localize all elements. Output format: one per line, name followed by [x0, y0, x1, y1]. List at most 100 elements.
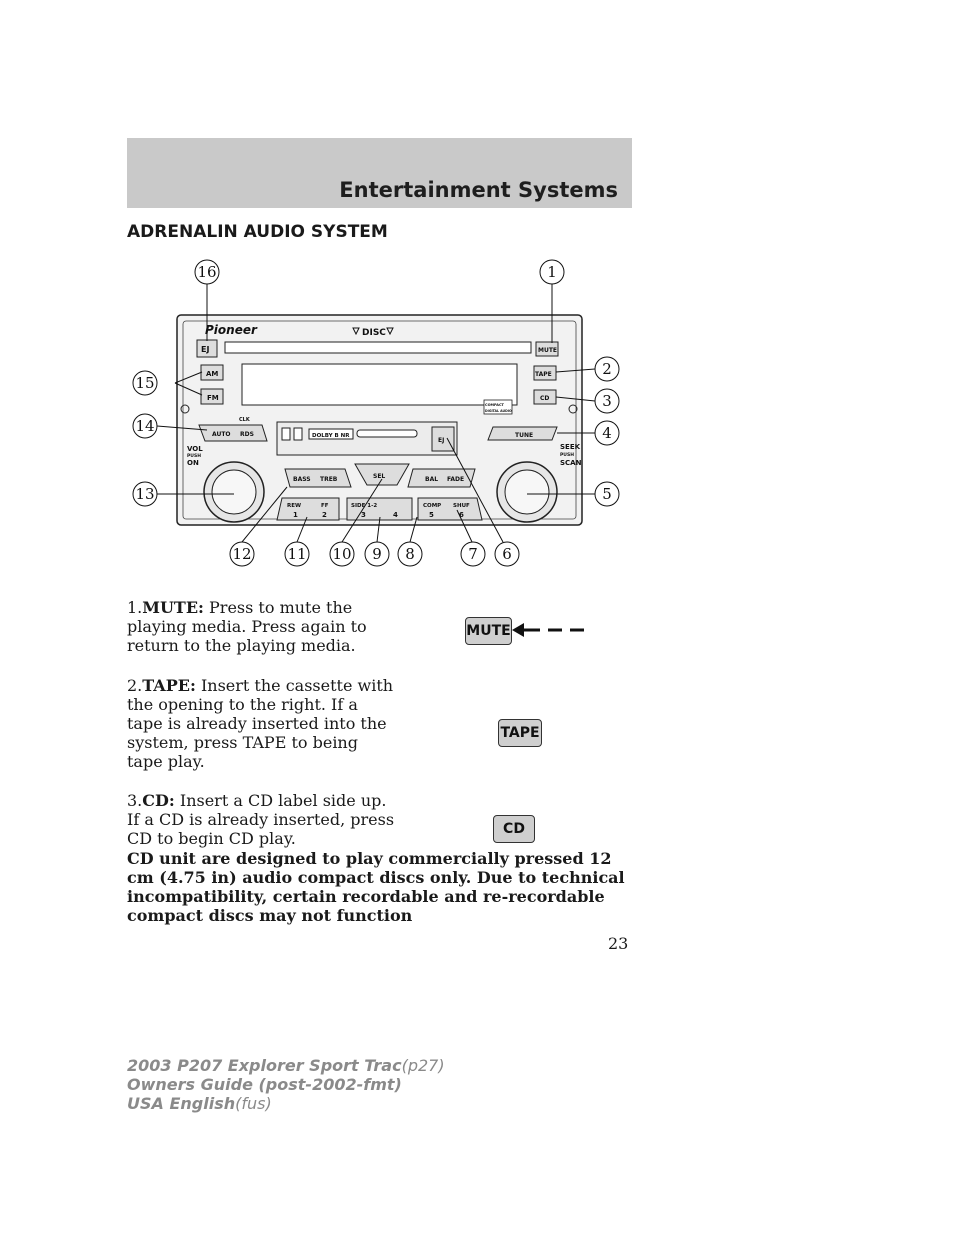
- sel-label: SEL: [373, 473, 385, 480]
- push-left-label: PUSH: [187, 453, 201, 459]
- shuf-label: SHUF: [453, 503, 470, 509]
- callout-11: 11: [287, 545, 306, 563]
- fade-label: FADE: [447, 476, 464, 483]
- fm-button: [200, 388, 224, 405]
- tape-button: [533, 365, 557, 381]
- seek-label: SEEK: [560, 443, 581, 451]
- callout-4: 4: [602, 424, 612, 442]
- item-cd-number: 3.: [127, 791, 143, 810]
- display-window: [241, 363, 518, 406]
- mute-label: MUTE: [538, 347, 557, 354]
- leader-lines: [156, 284, 596, 543]
- fm-label: FM: [207, 394, 219, 402]
- item-mute-number: 1.: [127, 598, 143, 617]
- sel-button: [354, 463, 410, 486]
- eject-tape-label: EJ: [438, 437, 444, 444]
- cd-label: CD: [540, 395, 549, 402]
- bass-treb-button: [284, 468, 352, 488]
- preset-1-label: 1: [293, 511, 298, 519]
- item-mute-term: MUTE:: [142, 598, 204, 617]
- disc-label: DISC: [362, 328, 386, 338]
- rds-label: RDS: [240, 431, 254, 438]
- footer-line3: USA English: [127, 1094, 236, 1113]
- tune-label: TUNE: [515, 432, 533, 439]
- callout-8: 8: [405, 545, 415, 563]
- ff-label: FF: [321, 503, 329, 509]
- brand-logo: Pioneer: [205, 323, 258, 337]
- compact-disc-logo: [483, 399, 513, 415]
- page-number: 23: [608, 934, 629, 953]
- tape-deck: [276, 421, 458, 456]
- callout-1: 1: [547, 263, 557, 281]
- bal-fade-button: [407, 468, 476, 488]
- digital-audio-text: DIGITAL AUDIO: [485, 409, 512, 413]
- preset-6-label: 6: [459, 511, 464, 519]
- mute-arrow-icon: [512, 623, 584, 637]
- bass-label: BASS: [293, 476, 311, 483]
- on-label: ON: [187, 459, 199, 467]
- item-cd: 3.CD: Insert a CD label side up. If a CD…: [127, 791, 397, 848]
- item-tape-term: TAPE:: [142, 676, 196, 695]
- footer-line1: 2003 P207 Explorer Sport Trac: [127, 1056, 402, 1075]
- eject-disc-label: EJ: [201, 345, 209, 354]
- radio-diagram: Pioneer DISC EJ MUTE AM FM TAPE CD COMPA…: [132, 259, 620, 567]
- bal-label: BAL: [425, 476, 438, 483]
- header-band: Entertainment Systems: [127, 138, 632, 208]
- item-tape-number: 2.: [127, 676, 143, 695]
- auto-rds-button: [198, 424, 268, 442]
- mute-button: [535, 341, 559, 357]
- eject-tape-button: [431, 426, 455, 452]
- preset-5-label: 5: [429, 511, 434, 519]
- footer-line1-code: (p27): [401, 1056, 445, 1075]
- tape-button-illustration: TAPE: [498, 719, 542, 747]
- treb-label: TREB: [320, 476, 338, 483]
- callout-markers: 16 1 2 3 4 5 6 7 8 9 10 11 12 13 14 15: [132, 259, 620, 567]
- preset-3-4-button: [346, 497, 413, 521]
- callout-3: 3: [602, 392, 612, 410]
- callout-14: 14: [135, 417, 154, 435]
- section-title: ADRENALIN AUDIO SYSTEM: [127, 222, 388, 242]
- cd-button-illustration: CD: [493, 815, 535, 843]
- cd-compatibility-note: CD unit are designed to play commerciall…: [127, 849, 625, 925]
- callout-9: 9: [372, 545, 382, 563]
- mute-button-illustration: MUTE: [465, 617, 512, 645]
- footer-line2: Owners Guide (post-2002-fmt): [127, 1075, 402, 1094]
- item-mute: 1.MUTE: Press to mute the playing media.…: [127, 598, 397, 655]
- callout-10: 10: [332, 545, 351, 563]
- push-right-label: PUSH: [560, 452, 574, 458]
- rew-label: REW: [287, 503, 301, 509]
- footer-line3-code: (fus): [235, 1094, 272, 1113]
- dolby-label: DOLBY B NR: [312, 433, 350, 439]
- cd-slot: [224, 341, 532, 354]
- callout-16: 16: [197, 263, 216, 281]
- item-cd-text: Insert a CD label side up. If a CD is al…: [127, 791, 395, 848]
- scan-label: SCAN: [560, 459, 582, 467]
- preset-4-label: 4: [393, 511, 398, 519]
- preset-1-2-button: [276, 497, 340, 521]
- preset-2-label: 2: [322, 511, 327, 519]
- auto-label: AUTO: [212, 431, 231, 438]
- item-mute-text: Press to mute the playing media. Press a…: [127, 598, 367, 655]
- header-title: Entertainment Systems: [339, 178, 618, 202]
- footer: 2003 P207 Explorer Sport Trac(p27) Owner…: [127, 1056, 445, 1113]
- callout-7: 7: [468, 545, 478, 563]
- tune-button: [487, 426, 558, 441]
- comp-label: COMP: [423, 503, 441, 509]
- callout-12: 12: [232, 545, 251, 563]
- callout-15: 15: [135, 374, 154, 392]
- callout-13: 13: [135, 485, 154, 503]
- compact-text: COMPACT: [485, 403, 505, 407]
- tape-label: TAPE: [535, 371, 552, 378]
- callout-2: 2: [602, 360, 612, 378]
- preset-5-6-button: [417, 497, 483, 521]
- clk-label: CLK: [239, 417, 251, 423]
- item-tape: 2.TAPE: Insert the cassette with the ope…: [127, 676, 397, 771]
- side-label: SIDE 1-2: [351, 503, 377, 509]
- vol-label: VOL: [187, 445, 203, 453]
- am-label: AM: [206, 370, 218, 378]
- callout-5: 5: [602, 485, 612, 503]
- item-cd-term: CD:: [142, 791, 175, 810]
- preset-3-label: 3: [361, 511, 366, 519]
- item-tape-text: Insert the cassette with the opening to …: [127, 676, 394, 771]
- callout-6: 6: [502, 545, 512, 563]
